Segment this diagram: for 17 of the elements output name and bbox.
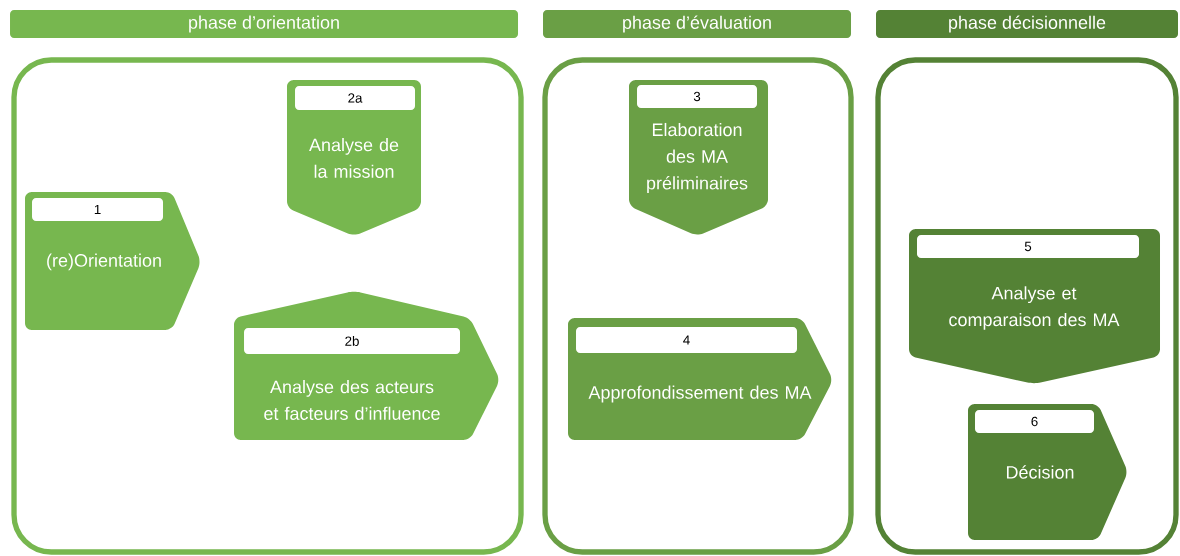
step-text: Analyse de la mission [309,138,399,178]
number-label: 2a [295,86,415,110]
step-text: Approfondissement des MA [588,385,812,403]
phase-header: phase d’évaluation [543,10,851,38]
phase-header: phase d’orientation [10,10,518,38]
number-label: 1 [32,198,163,221]
phase-header: phase décisionnelle [876,10,1178,38]
step-text: Analyse et comparaison des MA [949,286,1120,330]
number-label: 6 [975,410,1094,433]
number-label: 5 [917,235,1139,258]
step-text: (re)Orientation [47,253,161,271]
number-label: 2b [244,328,460,354]
step-text: Décision [1007,465,1074,479]
number-label: 3 [637,85,757,108]
number-label: 4 [576,327,797,353]
step-text: Analyse des acteurs et facteurs d’influence [264,380,440,420]
step-text: Elaboration des MA préliminaires [647,122,748,194]
